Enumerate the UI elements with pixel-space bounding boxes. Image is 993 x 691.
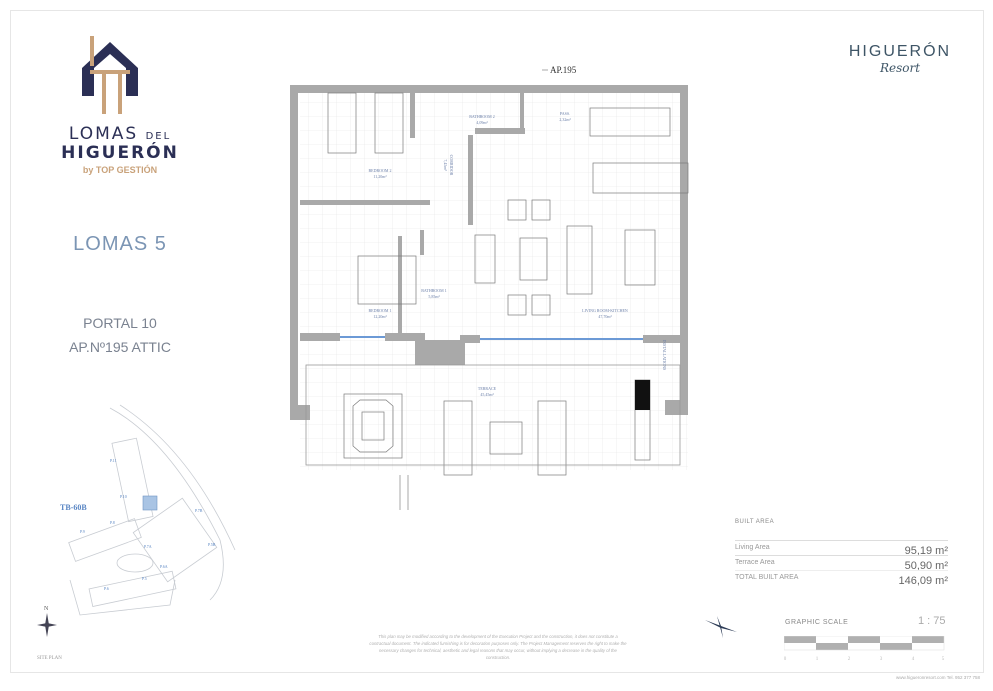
room-area: 4,09m² <box>476 120 488 126</box>
logo-word-del: DEL <box>145 131 172 142</box>
room-name: TERRACE <box>478 386 497 391</box>
graphic-scale-label: GRAPHIC SCALE <box>785 619 849 626</box>
scale-ratio: 1 : 75 <box>918 615 946 627</box>
logo-line-1: LOMAS DEL <box>60 124 180 144</box>
site-highlight-label: TB-60B <box>60 503 87 512</box>
area-label: Living Area <box>735 544 770 551</box>
room-name: INSTALLATIONS <box>662 340 667 371</box>
portal-label: P.6A <box>160 564 168 569</box>
portal-label: P.11 <box>110 458 117 463</box>
area-row-living: Living Area 95,19 m² <box>735 540 948 557</box>
built-area-title: BUILT AREA <box>735 519 775 525</box>
room-labels: BEDROOM 211,20m² BATHROOM 24,09m² PASS.2… <box>368 111 667 398</box>
floor-plan: AP.195 <box>290 65 689 510</box>
area-row-terrace: Terrace Area 50,90 m² <box>735 555 948 572</box>
scale-tick: 2 <box>848 657 851 662</box>
graphic-scale-bar: 0 1 2 3 4 5 <box>784 636 945 662</box>
scale-tick: 0 <box>784 657 787 662</box>
disclaimer: This plan may be modified according to t… <box>369 634 627 660</box>
area-label: TOTAL BUILT AREA <box>735 574 799 581</box>
building-name: LOMAS 5 <box>73 233 167 255</box>
compass-icon <box>705 616 737 638</box>
room-name: BATHROOM 1 <box>421 288 446 293</box>
room-name: BATHROOM 2 <box>469 114 494 119</box>
room-area: 47,70m² <box>598 314 612 320</box>
room-area: 5,85m² <box>428 294 440 300</box>
portal-label: P.5B <box>208 542 216 547</box>
logo-line-2: HIGUERÓN <box>61 143 179 163</box>
area-row-total: TOTAL BUILT AREA 146,09 m² <box>735 570 948 587</box>
area-value: 50,90 m² <box>904 560 948 572</box>
scale-tick: 1 <box>816 657 819 662</box>
room-name: BEDROOM 2 <box>368 168 391 173</box>
room-area: 7,45m² <box>442 159 448 171</box>
room-area: 2,32m² <box>559 117 571 123</box>
room-area: 11,20m² <box>373 174 387 180</box>
portal-label: P.5 <box>142 576 147 581</box>
room-name: BEDROOM 1 <box>368 308 391 313</box>
area-value: 95,19 m² <box>904 545 948 557</box>
room-name: CORRIDOR <box>449 155 454 176</box>
north-arrow-icon: N <box>37 606 57 637</box>
site-highlight-building <box>142 495 158 511</box>
walls <box>290 85 688 420</box>
room-area: 45,45m² <box>480 392 494 398</box>
scale-tick: 3 <box>880 657 883 662</box>
portal-label: P.7B <box>195 508 203 513</box>
portal-label: P.7A <box>144 544 152 549</box>
portal-label: P.8 <box>110 520 115 525</box>
portal-number: PORTAL 10 <box>83 315 157 331</box>
resort-logo: HIGUERÓN <box>848 43 952 60</box>
resort-logo-sub: Resort <box>879 61 921 75</box>
footer-contact: www.higueronresort.com Tel. 952 377 758 <box>896 675 980 680</box>
site-plan: TB-60B P.11 P.10 P.8 P.9 P.7B P.7A P.6A … <box>37 404 236 661</box>
room-area: 12,20m² <box>373 314 387 320</box>
apartment-number: AP.Nº195 ATTIC <box>69 339 171 355</box>
room-name: PASS. <box>560 111 570 116</box>
scale-tick: 5 <box>942 657 945 662</box>
area-label: Terrace Area <box>735 559 775 566</box>
furniture <box>327 92 689 476</box>
site-plan-title: SITE PLAN <box>37 656 62 661</box>
scale-tick: 4 <box>912 657 915 662</box>
portal-label: P.9 <box>80 529 85 534</box>
unit-label: AP.195 <box>550 65 577 75</box>
logo-line-3: by TOP GESTIÓN <box>82 165 158 175</box>
logo-word-lomas: LOMAS <box>68 124 139 144</box>
portal-label: P.6 <box>104 586 109 591</box>
area-value: 146,09 m² <box>898 575 948 587</box>
portal-label: P.10 <box>120 494 127 499</box>
room-name: LIVING ROOM-KITCHEN <box>582 308 628 313</box>
lomas-logo-icon <box>78 34 142 118</box>
north-label: N <box>44 606 49 612</box>
page-frame <box>10 10 984 673</box>
